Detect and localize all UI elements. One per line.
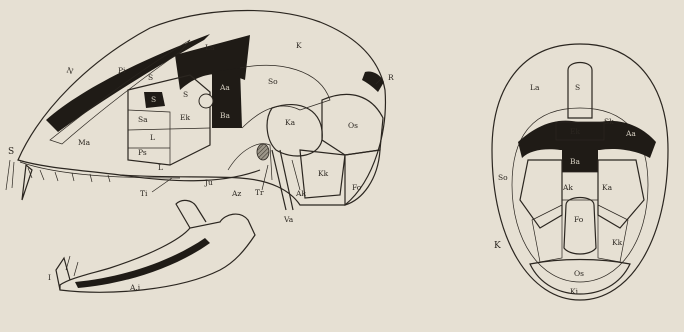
label-aa: Aa (219, 83, 230, 92)
basal-label-ki: Ki (570, 287, 579, 296)
basal-label-k: K (494, 241, 501, 251)
label-kk: Kk (318, 169, 329, 178)
basal-label-s: S (575, 83, 580, 92)
label-k: K (296, 41, 302, 50)
label-ju: Ju (204, 178, 213, 187)
label-ba: Ba (220, 111, 231, 120)
basal-label-fo: Fo (574, 215, 584, 224)
label-s-mid: S (183, 90, 188, 99)
basal-label-os: Os (574, 269, 584, 278)
label-l-upper: L (150, 133, 155, 142)
fo-region (345, 150, 380, 205)
basal-label-sk: Sk (604, 117, 614, 126)
foramen-circle (199, 94, 213, 108)
label-ti: Ti (140, 189, 148, 198)
label-la: La (205, 43, 215, 52)
basal-label-so: So (498, 173, 508, 182)
label-ma: Ma (78, 138, 91, 147)
label-n: N (65, 65, 75, 76)
label-va: Va (283, 215, 294, 224)
label-os: Os (348, 121, 358, 130)
label-tr: Tr (255, 188, 264, 197)
label-so: So (268, 77, 278, 86)
basal-label-aa: Aa (625, 129, 636, 138)
basal-ka-wing (520, 160, 562, 228)
label-ak: Ak (295, 189, 306, 198)
basal-label-ba: Ba (570, 157, 581, 166)
basal-label-kk: Kk (612, 238, 623, 247)
label-r: R (388, 73, 394, 82)
basal-label-ka: Ka (602, 183, 613, 192)
label-s-small: S (151, 95, 156, 104)
label-az: Az (231, 189, 241, 198)
label-sa: Sa (138, 115, 148, 124)
label-ai: A.i (129, 283, 141, 292)
label-ka: Ka (285, 118, 296, 127)
mandible-black-strip (75, 238, 210, 288)
basal-foramen (564, 198, 596, 255)
label-ek: Ek (180, 113, 190, 122)
ka-hatched-region (267, 105, 322, 156)
label-pi: Pi (118, 66, 126, 75)
basal-label-ek: Ek (570, 127, 580, 136)
lateral-skull-view (6, 11, 385, 293)
label-s-top: S (148, 73, 153, 82)
basal-label-la: La (530, 83, 540, 92)
label-i: I (48, 273, 51, 282)
basal-label-ak: Ak (562, 183, 573, 192)
basal-ba-region (562, 150, 598, 172)
label-s-left: S (8, 147, 14, 157)
label-l-lower: L (158, 163, 163, 172)
label-fo: Fo (352, 183, 362, 192)
label-ps: Ps (138, 148, 147, 157)
